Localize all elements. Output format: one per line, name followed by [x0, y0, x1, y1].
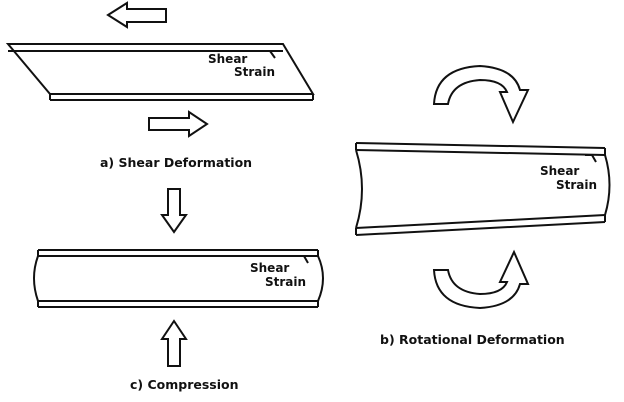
panel-rotation: Shear Strain b) Rotational Deformation [355, 64, 611, 347]
panel-compression: Shear Strain c) Compression [33, 188, 324, 392]
compressed-plate [33, 249, 324, 308]
compression-strain-label-line2: Strain [265, 275, 306, 289]
shear-strain-label-line1: Shear [208, 52, 247, 66]
rotation-strain-label-line1: Shear [540, 164, 579, 178]
shear-strain-label-line2: Strain [234, 65, 275, 79]
up-arrow-icon [160, 319, 188, 367]
right-arrow-icon [148, 110, 209, 138]
panel-shear: Shear Strain a) Shear Deformation [5, 1, 315, 170]
down-arrow-icon [160, 188, 188, 234]
compression-strain-label-line1: Shear [250, 261, 289, 275]
clockwise-arrow-icon [432, 64, 530, 125]
rotation-caption: b) Rotational Deformation [380, 332, 565, 347]
shear-caption: a) Shear Deformation [100, 155, 252, 170]
rotated-plate [355, 142, 611, 236]
sheared-plate [5, 43, 315, 101]
rotation-strain-label-line2: Strain [556, 178, 597, 192]
counterclockwise-arrow-icon [432, 249, 530, 310]
compression-caption: c) Compression [130, 377, 239, 392]
left-arrow-icon [106, 1, 167, 29]
